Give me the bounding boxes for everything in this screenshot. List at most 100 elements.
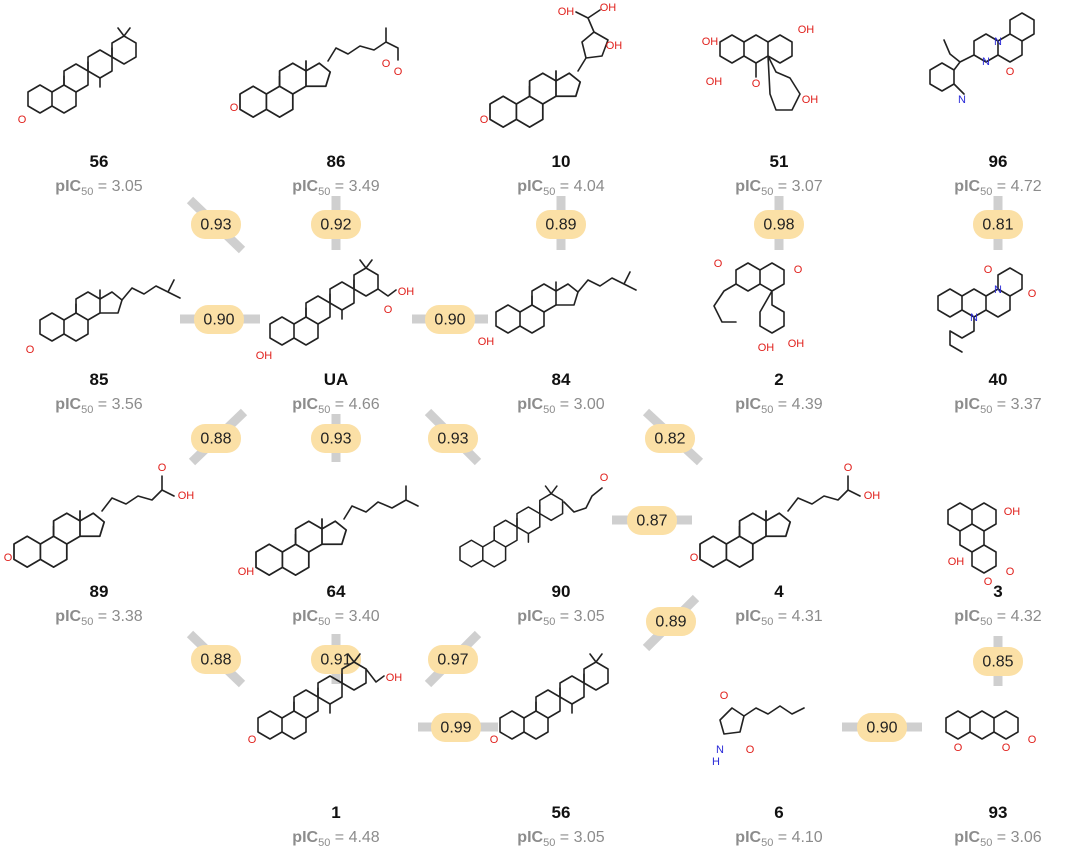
similarity-badge: 0.88 xyxy=(191,424,241,453)
svg-text:OH: OH xyxy=(758,342,775,354)
svg-text:O: O xyxy=(18,114,27,126)
similarity-badge: 0.92 xyxy=(311,210,361,239)
compound-label: 51 pIC50 = 3.07 xyxy=(735,152,823,198)
svg-text:93: 93 xyxy=(989,803,1008,822)
svg-text:O: O xyxy=(984,264,993,276)
svg-text:OH: OH xyxy=(558,6,575,18)
compound-label: 56 pIC50 = 3.05 xyxy=(55,152,143,198)
svg-text:0.91: 0.91 xyxy=(320,652,351,669)
svg-text:pIC50 = 3.07: pIC50 = 3.07 xyxy=(735,178,823,198)
svg-text:O: O xyxy=(954,742,963,754)
svg-text:pIC50 = 4.48: pIC50 = 4.48 xyxy=(292,829,380,848)
svg-text:OH: OH xyxy=(788,338,805,350)
svg-text:40: 40 xyxy=(989,370,1008,389)
svg-text:51: 51 xyxy=(770,152,789,171)
compound-label: 2 pIC50 = 4.39 xyxy=(735,370,823,416)
structure-86: O O O xyxy=(230,27,403,118)
svg-text:O: O xyxy=(690,552,699,564)
structure-UA: OH OH O xyxy=(256,259,415,362)
compound-label: 86 pIC50 = 3.49 xyxy=(292,152,380,198)
similarity-badge: 0.90 xyxy=(425,305,475,334)
svg-text:O: O xyxy=(1002,742,1011,754)
compound-label: 85 pIC50 = 3.56 xyxy=(55,370,143,416)
svg-text:pIC50 = 3.37: pIC50 = 3.37 xyxy=(954,396,1042,416)
svg-text:OH: OH xyxy=(702,36,719,48)
compound-labels: 56 pIC50 = 3.05 86 pIC50 = 3.49 10 pIC50… xyxy=(55,152,1042,848)
similarity-badge: 0.90 xyxy=(194,305,244,334)
svg-text:O: O xyxy=(1006,66,1015,78)
svg-text:0.82: 0.82 xyxy=(654,431,685,448)
svg-text:0.93: 0.93 xyxy=(200,217,231,234)
svg-text:1: 1 xyxy=(331,803,340,822)
svg-text:OH: OH xyxy=(178,490,195,502)
similarity-badge: 0.93 xyxy=(191,210,241,239)
svg-text:O: O xyxy=(794,264,803,276)
svg-text:UA: UA xyxy=(324,370,349,389)
structure-10: O OH OH OH xyxy=(480,2,622,128)
structure-40: N N O O xyxy=(937,264,1037,353)
svg-text:OH: OH xyxy=(398,286,415,298)
compound-label: 6 pIC50 = 4.10 xyxy=(735,803,823,848)
structure-56: O xyxy=(18,27,137,126)
svg-text:0.92: 0.92 xyxy=(320,217,351,234)
compound-label: UA pIC50 = 4.66 xyxy=(292,370,380,416)
structure-4: O OH O xyxy=(690,462,880,568)
compound-label: 64 pIC50 = 3.40 xyxy=(292,582,380,628)
svg-text:0.88: 0.88 xyxy=(200,652,231,669)
compound-label: 4 pIC50 = 4.31 xyxy=(735,582,823,628)
svg-text:O: O xyxy=(384,304,393,316)
similarity-badge: 0.85 xyxy=(973,647,1023,676)
svg-text:pIC50 = 3.00: pIC50 = 3.00 xyxy=(517,396,605,416)
structure-93: O O O xyxy=(945,710,1037,754)
svg-text:0.93: 0.93 xyxy=(320,431,351,448)
svg-text:N: N xyxy=(958,94,966,106)
svg-text:OH: OH xyxy=(706,76,723,88)
compound-label: 40 pIC50 = 3.37 xyxy=(954,370,1042,416)
compound-label: 1 pIC50 = 4.48 xyxy=(292,803,380,848)
structure-6: O O N H xyxy=(712,690,805,768)
similarity-badge: 0.87 xyxy=(627,506,677,535)
similarity-badge: 0.90 xyxy=(857,713,907,742)
svg-text:pIC50 = 4.32: pIC50 = 4.32 xyxy=(954,608,1042,628)
svg-text:O: O xyxy=(752,78,761,90)
svg-text:O: O xyxy=(844,462,853,474)
svg-text:pIC50 = 3.40: pIC50 = 3.40 xyxy=(292,608,380,628)
svg-text:6: 6 xyxy=(774,803,783,822)
svg-text:N: N xyxy=(982,56,990,68)
similarity-badge: 0.82 xyxy=(645,424,695,453)
svg-text:89: 89 xyxy=(90,582,109,601)
svg-text:O: O xyxy=(382,58,391,70)
structure-3: OH OH O O xyxy=(947,502,1021,588)
svg-text:56: 56 xyxy=(90,152,109,171)
similarity-badge: 0.88 xyxy=(191,645,241,674)
similarity-layer: 0.93 0.92 0.89 0.98 0.81 0.90 0.90 0.88 … xyxy=(191,210,1023,742)
svg-text:OH: OH xyxy=(238,566,255,578)
svg-text:pIC50 = 3.06: pIC50 = 3.06 xyxy=(954,829,1042,848)
svg-text:N: N xyxy=(716,744,724,756)
svg-text:O: O xyxy=(600,472,609,484)
svg-text:86: 86 xyxy=(327,152,346,171)
svg-text:0.93: 0.93 xyxy=(437,431,468,448)
svg-text:0.89: 0.89 xyxy=(655,614,686,631)
svg-text:O: O xyxy=(26,344,35,356)
svg-text:0.89: 0.89 xyxy=(545,217,576,234)
similarity-badge: 0.93 xyxy=(428,424,478,453)
structure-56b: O xyxy=(490,653,609,746)
svg-text:pIC50 = 4.66: pIC50 = 4.66 xyxy=(292,396,380,416)
svg-text:pIC50 = 4.39: pIC50 = 4.39 xyxy=(735,396,823,416)
svg-text:2: 2 xyxy=(774,370,783,389)
svg-text:OH: OH xyxy=(478,336,495,348)
svg-text:0.98: 0.98 xyxy=(763,217,794,234)
compound-label: 10 pIC50 = 4.04 xyxy=(517,152,605,198)
svg-text:0.87: 0.87 xyxy=(636,513,667,530)
svg-text:pIC50 = 4.10: pIC50 = 4.10 xyxy=(735,829,823,848)
svg-text:pIC50 = 3.56: pIC50 = 3.56 xyxy=(55,396,143,416)
svg-text:84: 84 xyxy=(552,370,571,389)
svg-text:O: O xyxy=(158,462,167,474)
svg-text:OH: OH xyxy=(1004,506,1021,518)
svg-text:O: O xyxy=(984,576,993,588)
svg-text:H: H xyxy=(712,756,720,768)
svg-text:pIC50 = 4.72: pIC50 = 4.72 xyxy=(954,178,1042,198)
compound-label: 90 pIC50 = 3.05 xyxy=(517,582,605,628)
